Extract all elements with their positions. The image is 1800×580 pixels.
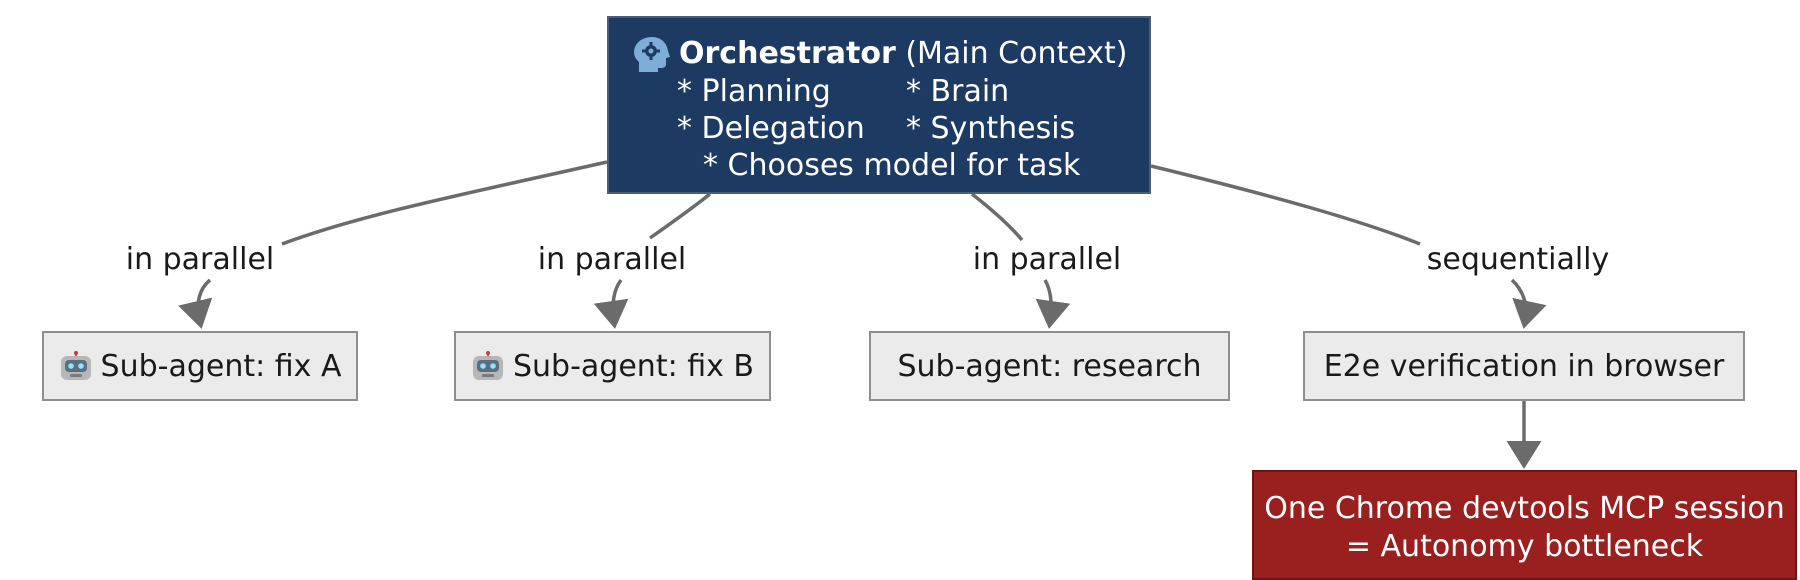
orchestrator-item-synthesis: * Synthesis [906,111,1076,146]
bottleneck-line-1: One Chrome devtools MCP session [1264,491,1785,526]
orchestrator-item-chooses-model: * Chooses model for task [703,148,1081,183]
node-fix-b: Sub-agent: fix B [454,331,771,401]
orchestrator-item-planning: * Planning [677,74,831,109]
connector-to-research-top [970,192,1024,242]
node-fix-b-label: Sub-agent: fix B [513,348,754,384]
node-fix-a: Sub-agent: fix A [42,331,358,401]
edge-label-research: in parallel [972,242,1122,277]
arrow-to-research [1035,279,1071,329]
arrow-to-fix-a [178,278,213,329]
node-research: Sub-agent: research [869,331,1230,401]
node-e2e-verification-label: E2e verification in browser [1323,348,1725,384]
arrow-to-e2e [1510,278,1547,329]
head-gear-icon [634,37,670,72]
connector-to-fix-b-top [648,192,712,240]
bottleneck-node: One Chrome devtools MCP session = Autono… [1252,470,1797,580]
orchestrator-title: Orchestrator (Main Context) [679,36,1127,72]
connector-to-fix-a-top [281,160,608,246]
bottleneck-line-2: = Autonomy bottleneck [1345,529,1704,564]
edge-label-fix-a: in parallel [125,242,275,277]
node-e2e-verification: E2e verification in browser [1303,331,1745,401]
robot-icon [473,351,503,380]
edge-label-fix-b: in parallel [537,242,687,277]
orchestrator-item-brain: * Brain [906,74,1010,109]
node-fix-a-label: Sub-agent: fix A [100,348,342,384]
connector-to-e2e-top [1150,164,1421,246]
edge-label-e2e: sequentially [1426,242,1610,277]
orchestrator-subtitle: (Main Context) [905,36,1128,71]
orchestrator-item-delegation: * Delegation [677,111,865,146]
robot-icon [60,351,91,380]
arrow-to-fix-b [593,278,629,329]
orchestrator-node: Orchestrator (Main Context) * Planning *… [607,16,1151,194]
node-research-label: Sub-agent: research [897,348,1202,384]
orchestrator-title-text: Orchestrator [679,36,896,71]
